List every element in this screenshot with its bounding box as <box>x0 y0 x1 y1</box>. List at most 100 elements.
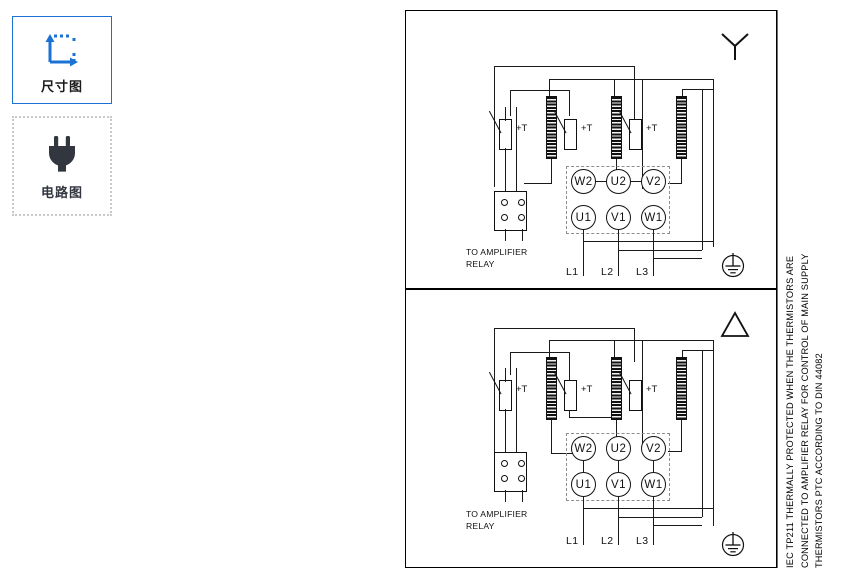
sense-wire <box>505 368 507 382</box>
thermistor-ptc <box>499 380 512 411</box>
terminal-v1: V1 <box>606 205 631 230</box>
dimension-icon <box>42 26 82 70</box>
supply-label-l1: L1 <box>566 535 579 547</box>
winding-wire <box>551 453 573 455</box>
amplifier-relay-terminal-block <box>494 191 527 231</box>
motor-winding <box>676 96 687 159</box>
supply-return-wire <box>702 350 704 517</box>
sense-wire <box>505 148 507 208</box>
winding-wire <box>681 159 683 183</box>
star-bridge-link <box>596 181 606 183</box>
relay-terminal-dot <box>518 460 525 467</box>
relay-terminal-dot <box>518 214 525 221</box>
supply-wire <box>653 497 655 545</box>
relay-terminal-dot <box>501 199 508 206</box>
relay-terminal-dot <box>518 475 525 482</box>
sense-wire <box>522 490 524 502</box>
terminal-u2: U2 <box>606 169 631 194</box>
supply-return-wire <box>618 517 702 519</box>
sense-wire <box>505 409 507 469</box>
winding-wire <box>668 451 682 453</box>
terminal-w1: W1 <box>641 472 666 497</box>
supply-wire <box>618 497 620 545</box>
motor-winding <box>546 96 557 159</box>
motor-winding <box>546 357 557 420</box>
supply-return-wire <box>618 250 702 252</box>
wye-symbol <box>718 29 752 68</box>
wiring-diagram-sheet: +T +T +T TO AMPLIFIER RELAY W2 <box>405 10 777 568</box>
delta-bridge-link <box>653 460 655 473</box>
relay-caption: TO AMPLIFIER RELAY <box>466 509 528 531</box>
thermistor-ptc <box>564 119 577 150</box>
supply-label-l2: L2 <box>601 266 614 278</box>
winding-wire <box>510 352 570 354</box>
sidebar-item-dimension-drawing[interactable]: 尺寸图 <box>12 16 112 104</box>
note-line-2: CONNECTED TO AMPLIFIER RELAY FOR CONTROL… <box>799 253 810 568</box>
winding-wire <box>614 79 642 81</box>
winding-wire <box>642 79 644 189</box>
terminal-v1: V1 <box>606 472 631 497</box>
protective-earth-icon <box>717 528 749 565</box>
sidebar-item-label: 尺寸图 <box>40 78 83 94</box>
winding-wire <box>510 352 512 375</box>
sense-wire <box>549 340 551 370</box>
sidebar-item-circuit-diagram[interactable]: 电路图 <box>12 116 112 216</box>
winding-wire <box>682 350 714 352</box>
note-line-3: THERMISTORS PTC ACCORDING TO DIN 44082 <box>814 353 825 568</box>
winding-wire <box>668 183 682 185</box>
diagram-delta-connection: +T +T +T TO AMPLIFIER RELAY W2 U2 <box>405 289 777 568</box>
supply-return-wire <box>653 525 702 527</box>
supply-wire <box>653 230 655 276</box>
supply-wire <box>618 230 620 276</box>
winding-wire <box>634 340 714 342</box>
motor-winding <box>611 96 622 159</box>
winding-wire <box>551 159 553 184</box>
delta-bridge-link <box>583 460 585 473</box>
amplifier-relay-terminal-block <box>494 452 527 492</box>
supply-wire <box>583 230 585 276</box>
note-line-1: IEC TP211 THERMALLY PROTECTED WHEN THE T… <box>785 255 795 568</box>
supply-label-l3: L3 <box>636 266 649 278</box>
thermistor-ptc <box>564 380 577 411</box>
thermal-protection-note: IEC TP211 THERMALLY PROTECTED WHEN THE T… <box>783 12 835 568</box>
sense-wire <box>516 107 518 208</box>
protective-earth-icon <box>717 249 749 286</box>
terminal-v2: V2 <box>641 436 666 461</box>
supply-return-wire <box>583 508 714 510</box>
thermistor-label: +T <box>581 123 593 134</box>
sense-wire <box>494 66 496 187</box>
sense-wire <box>494 328 635 330</box>
terminal-w1: W1 <box>641 205 666 230</box>
supply-return-wire <box>583 241 714 243</box>
winding-wire <box>551 420 553 454</box>
sense-wire <box>549 79 642 81</box>
terminal-w2: W2 <box>571 169 596 194</box>
thermistor-label: +T <box>646 384 658 395</box>
sense-wire <box>494 66 635 68</box>
winding-wire <box>682 89 714 91</box>
sheet-right-rule <box>777 10 778 568</box>
supply-label-l2: L2 <box>601 535 614 547</box>
supply-label-l1: L1 <box>566 266 579 278</box>
thermistor-label: +T <box>516 384 528 395</box>
delta-bridge-link <box>618 460 620 473</box>
thermistor-ptc <box>499 119 512 150</box>
supply-return-wire <box>702 89 704 250</box>
sense-wire <box>549 340 642 342</box>
sense-wire <box>505 490 507 502</box>
winding-wire <box>713 79 715 247</box>
relay-terminal-dot <box>518 199 525 206</box>
sense-wire <box>634 66 636 121</box>
thermistor-label: +T <box>646 123 658 134</box>
winding-wire <box>510 90 570 92</box>
sense-wire <box>505 229 507 241</box>
sidebar-item-label: 电路图 <box>40 184 83 200</box>
motor-winding <box>611 357 622 420</box>
sense-wire <box>522 229 524 241</box>
supply-label-l3: L3 <box>636 535 649 547</box>
power-plug-icon <box>45 132 79 176</box>
terminal-u1: U1 <box>571 472 596 497</box>
view-switcher-sidebar: 尺寸图 电路图 <box>12 16 116 216</box>
relay-terminal-dot <box>501 214 508 221</box>
